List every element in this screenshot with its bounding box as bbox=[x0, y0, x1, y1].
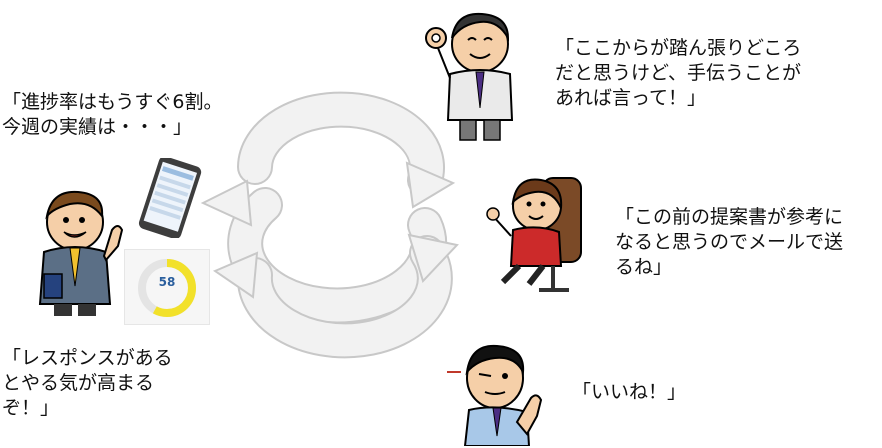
boss-speech: 「ここからが踏ん張りどころ だと思うけど、手伝うことが あれば言って！」 bbox=[555, 37, 802, 109]
thumbs-speech: 「いいね！」 bbox=[572, 381, 687, 403]
woman-speech: 「この前の提案書が参考に なると思うのでメールで送 るね」 bbox=[615, 206, 844, 278]
motivation-speech: 「レスポンスがある とやる気が高まる ぞ！」 bbox=[2, 347, 173, 419]
boss-character bbox=[425, 12, 514, 141]
gauge-value: 58 bbox=[158, 275, 176, 289]
thumbsup-man-character bbox=[447, 344, 543, 446]
woman-character bbox=[486, 177, 582, 292]
gauge-icon bbox=[138, 259, 196, 317]
progress-gauge-card: 58 bbox=[124, 249, 210, 325]
progress-speech: 「進捗率はもうすぐ6割。 今週の実績は・・・」 bbox=[2, 91, 223, 138]
businessman-thumbsup-character bbox=[38, 190, 124, 316]
cycle-arrows-icon bbox=[200, 91, 459, 359]
smartphone-icon bbox=[138, 158, 202, 238]
